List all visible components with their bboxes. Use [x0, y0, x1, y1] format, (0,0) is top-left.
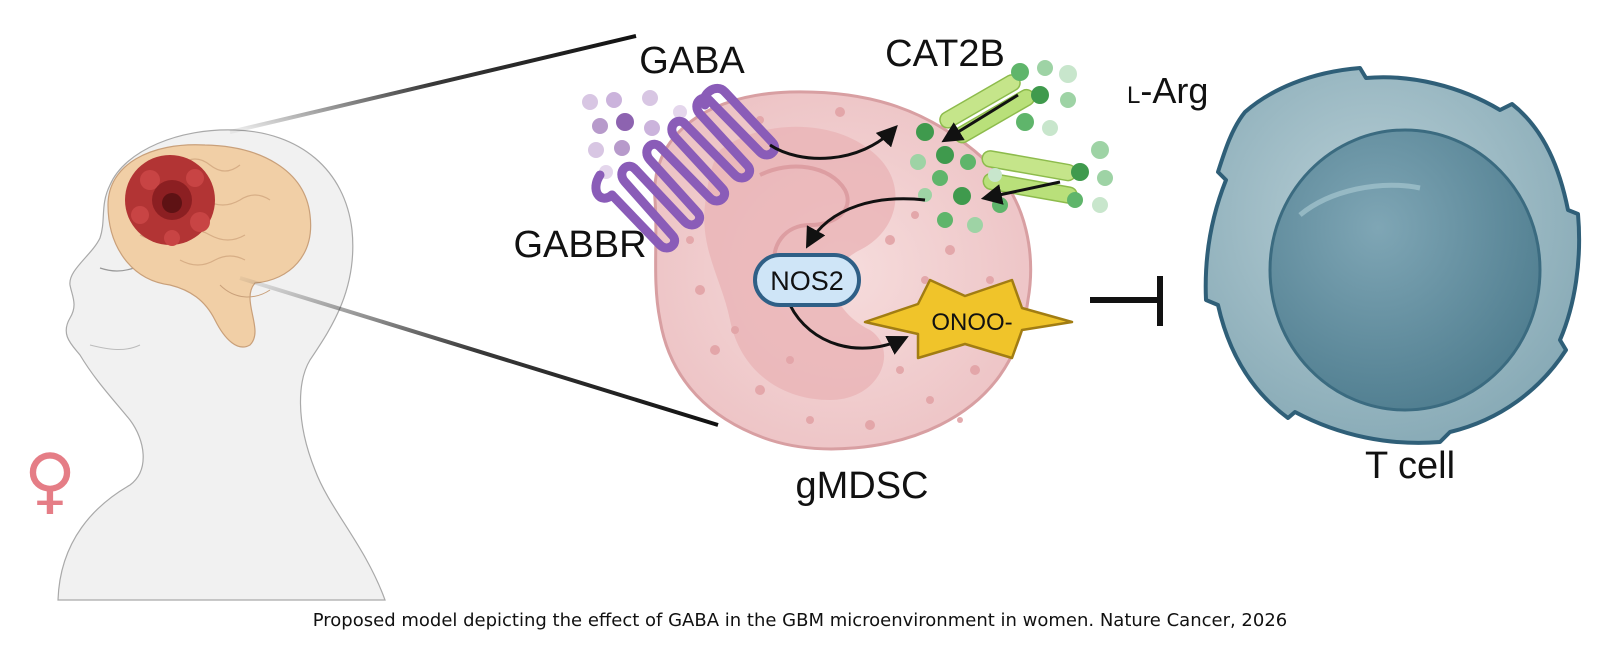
zoom-line-bottom — [239, 276, 719, 427]
t-cell-icon — [1203, 66, 1582, 445]
zoom-line-top — [229, 34, 637, 134]
gabbr-receptor-icon — [591, 83, 780, 253]
l-arg-to-nos2-arrow — [805, 197, 926, 249]
l-arg-prefix: L — [1127, 82, 1140, 109]
gaba-label: GABA — [639, 40, 745, 82]
nos2-label: NOS2 — [770, 266, 844, 296]
onoo-label: ONOO- — [931, 309, 1012, 336]
gabbr-label: GABBR — [513, 224, 646, 266]
figure-caption: Proposed model depicting the effect of G… — [312, 610, 1288, 631]
l-arg-import-arrow-1 — [941, 93, 1019, 143]
tumor-icon — [125, 155, 215, 246]
arrows — [769, 93, 1061, 355]
l-arg-import-arrow-2 — [980, 180, 1061, 205]
l-arg-particles — [910, 60, 1113, 233]
female-symbol-icon: ♀ — [24, 438, 77, 522]
t-cell-label: T cell — [1365, 445, 1455, 487]
nos2-to-onoo-arrow — [788, 304, 909, 355]
gaba-particles — [582, 90, 687, 179]
onoo-star-icon — [863, 278, 1074, 360]
cat2b-label: CAT2B — [885, 33, 1005, 75]
inhibition-arrow-icon — [1090, 276, 1163, 326]
l-arg-suffix: -Arg — [1140, 70, 1208, 111]
gaba-to-cat2b-arrow — [769, 124, 898, 160]
gmdsc-label: gMDSC — [795, 465, 928, 507]
nos2-enzyme-icon — [753, 253, 861, 307]
l-arg-label: L-Arg — [1127, 70, 1208, 111]
